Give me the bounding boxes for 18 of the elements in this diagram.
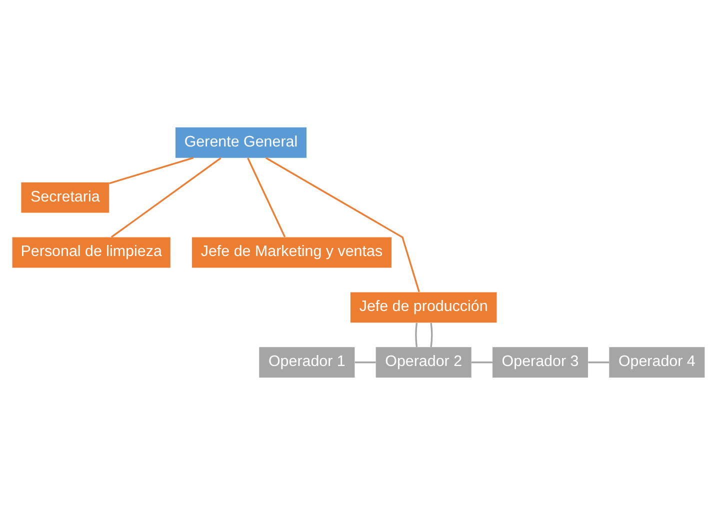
node-box: Jefe de Marketing y ventas — [192, 237, 392, 268]
connector — [588, 362, 610, 364]
node-box: Gerente General — [175, 127, 306, 158]
connector — [247, 158, 286, 238]
connector — [354, 362, 376, 364]
connector — [265, 157, 420, 292]
node-box: Operador 1 — [259, 347, 355, 378]
node-box: Jefe de producción — [350, 292, 497, 323]
node-box: Operador 2 — [376, 347, 472, 378]
connector — [472, 362, 492, 364]
connector — [110, 157, 222, 238]
node-box: Operador 4 — [609, 347, 705, 378]
node-box: Secretaria — [21, 182, 110, 213]
connector — [430, 322, 433, 348]
node-box: Personal de limpieza — [12, 237, 170, 268]
connector — [108, 157, 194, 184]
connector — [415, 322, 418, 348]
node-box: Operador 3 — [492, 347, 588, 378]
